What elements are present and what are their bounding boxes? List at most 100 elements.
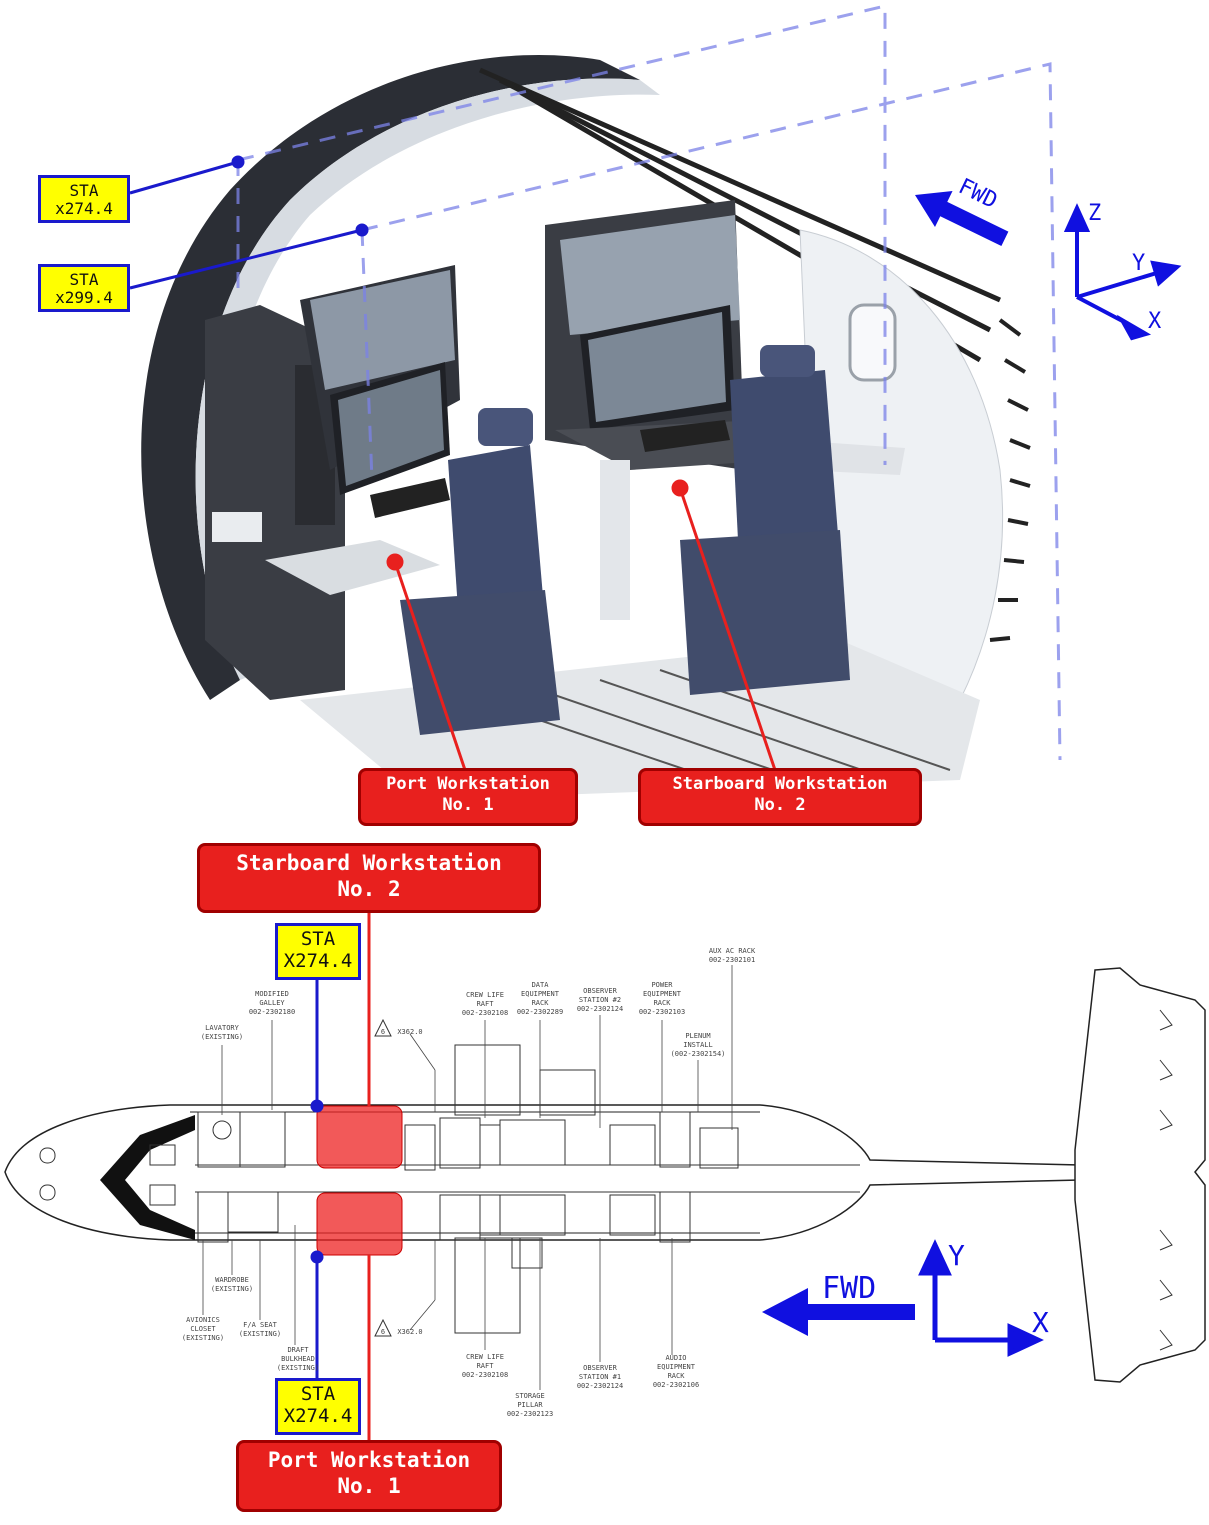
svg-text:002-2302106: 002-2302106 xyxy=(653,1381,699,1389)
svg-text:CREW LIFE: CREW LIFE xyxy=(466,1353,504,1361)
horizontal-stabilizer xyxy=(1074,967,1206,1383)
axis-triad-bottom xyxy=(918,1239,1044,1357)
svg-text:(EXISTING): (EXISTING) xyxy=(211,1285,253,1293)
svg-text:F/A SEAT: F/A SEAT xyxy=(243,1321,278,1329)
starboard-pedestal xyxy=(600,460,630,620)
svg-text:RAFT: RAFT xyxy=(477,1000,495,1008)
rack-shelves xyxy=(212,512,262,542)
sta-label-x299-top: STA x299.4 xyxy=(38,264,130,312)
svg-text:LAVATORY: LAVATORY xyxy=(205,1024,240,1032)
starboard-monitor-upper xyxy=(560,215,740,335)
callout-lavatory: LAVATORY (EXISTING) xyxy=(201,1024,243,1041)
stabilizer-triangles xyxy=(1159,1009,1173,1351)
axis-y-bottom: Y xyxy=(948,1239,965,1272)
port-seat-headrest xyxy=(478,408,533,446)
window xyxy=(848,303,897,382)
cabin-3d-illustration: FWD Z Y X xyxy=(129,4,1182,806)
callout-aux-ac: AUX AC RACK 002-2302101 xyxy=(709,947,756,964)
callout-crew-raft-top: CREW LIFE RAFT 002-2302108 xyxy=(462,991,508,1017)
tri-num-bottom: 6 xyxy=(381,1328,385,1336)
svg-text:002-2302108: 002-2302108 xyxy=(462,1371,508,1379)
right-rib-ticks xyxy=(989,318,1031,642)
svg-text:RACK: RACK xyxy=(532,999,550,1007)
svg-text:AUDIO: AUDIO xyxy=(665,1354,686,1362)
fuselage-outline xyxy=(4,1104,1081,1241)
starboard-workstation-label-top: Starboard Workstation No. 2 xyxy=(638,768,922,826)
port-monitor-upper xyxy=(310,270,455,390)
svg-text:OBSERVER: OBSERVER xyxy=(583,1364,618,1372)
svg-text:RACK: RACK xyxy=(654,999,672,1007)
fwd-label-bottom: FWD xyxy=(822,1271,876,1306)
svg-text:BULKHEAD: BULKHEAD xyxy=(281,1355,315,1363)
callout-plenum: PLENUM INSTALL (002-2302154) xyxy=(671,1032,726,1058)
fwd-arrow-bottom xyxy=(762,1288,915,1336)
sta-label-x274-bottom-top: STA X274.4 xyxy=(275,923,361,980)
svg-text:STATION #1: STATION #1 xyxy=(579,1373,621,1381)
svg-text:002-2302124: 002-2302124 xyxy=(577,1005,623,1013)
cockpit-seats xyxy=(39,1144,176,1206)
callout-avionics: AVIONICS CLOSET (EXISTING) xyxy=(182,1316,224,1342)
lavatory-bowl xyxy=(212,1120,232,1140)
svg-text:AVIONICS: AVIONICS xyxy=(186,1316,220,1324)
starboard-seat-headrest xyxy=(760,345,815,377)
callout-audio-rack: AUDIO EQUIPMENT RACK 002-2302106 xyxy=(653,1354,699,1389)
starboard-workstation-label-bottom: Starboard Workstation No. 2 xyxy=(197,843,541,913)
svg-text:RACK: RACK xyxy=(668,1372,686,1380)
svg-text:002-2302103: 002-2302103 xyxy=(639,1008,685,1016)
revision-triangle-bottom xyxy=(374,1318,392,1337)
svg-text:002-2302123: 002-2302123 xyxy=(507,1410,553,1418)
svg-text:PILLAR: PILLAR xyxy=(517,1401,543,1409)
svg-text:EQUIPMENT: EQUIPMENT xyxy=(643,990,682,998)
callout-leaders xyxy=(202,965,733,1390)
svg-text:002-2302124: 002-2302124 xyxy=(577,1382,623,1390)
axis-triad-top xyxy=(1063,203,1182,341)
svg-text:AUX AC RACK: AUX AC RACK xyxy=(709,947,756,955)
sta-label-x274-top: STA x274.4 xyxy=(38,175,130,223)
fuselage-frame xyxy=(141,55,641,700)
port-seat-base xyxy=(400,590,560,735)
svg-text:RAFT: RAFT xyxy=(477,1362,495,1370)
axis-y-top: Y xyxy=(1132,251,1145,276)
svg-text:(EXISTING): (EXISTING) xyxy=(277,1364,319,1372)
svg-text:DATA: DATA xyxy=(532,981,550,989)
svg-text:002-2302180: 002-2302180 xyxy=(249,1008,295,1016)
sta-leaders-bottom xyxy=(310,980,324,1380)
callout-draft-bulkhead: DRAFT BULKHEAD (EXISTING) xyxy=(277,1346,319,1372)
starboard-workstation-highlight xyxy=(316,1105,403,1169)
svg-text:GALLEY: GALLEY xyxy=(259,999,285,1007)
svg-text:MODIFIED: MODIFIED xyxy=(255,990,289,998)
x362-bottom: X362.0 xyxy=(397,1328,422,1336)
svg-text:CREW LIFE: CREW LIFE xyxy=(466,991,504,999)
callout-data-rack: DATA EQUIPMENT RACK 002-2302289 xyxy=(517,981,563,1016)
x362-top: X362.0 xyxy=(397,1028,422,1036)
axis-x-bottom: X xyxy=(1032,1306,1049,1339)
port-workstation-label-top: Port Workstation No. 1 xyxy=(358,768,578,826)
callout-power-rack: POWER EQUIPMENT RACK 002-2302103 xyxy=(639,981,685,1016)
port-keyboard xyxy=(370,478,450,518)
callout-storage-pillar: STORAGE PILLAR 002-2302123 xyxy=(507,1392,553,1418)
sta-label-x274-bottom-bottom: STA X274.4 xyxy=(275,1378,361,1435)
callout-crew-raft-bottom: CREW LIFE RAFT 002-2302108 xyxy=(462,1353,508,1379)
svg-text:EQUIPMENT: EQUIPMENT xyxy=(657,1363,696,1371)
svg-text:CLOSET: CLOSET xyxy=(190,1325,216,1333)
starboard-seat-base xyxy=(680,530,850,695)
svg-text:(EXISTING): (EXISTING) xyxy=(201,1033,243,1041)
port-monitor-screen xyxy=(338,370,444,486)
starboard-monitor-screen xyxy=(588,312,726,422)
sta-leaders-top xyxy=(129,155,369,290)
starboard-keyboard xyxy=(640,420,730,452)
svg-text:(002-2302154): (002-2302154) xyxy=(671,1050,726,1058)
svg-text:002-2302289: 002-2302289 xyxy=(517,1008,563,1016)
fuselage-inner-line xyxy=(190,1111,760,1234)
svg-text:WARDROBE: WARDROBE xyxy=(215,1276,249,1284)
station-planes xyxy=(236,4,1062,761)
callout-wardrobe: WARDROBE (EXISTING) xyxy=(211,1276,253,1293)
port-workstation-highlight xyxy=(316,1192,403,1256)
axis-z-top: Z xyxy=(1088,201,1101,226)
interior-compartments xyxy=(197,1044,739,1334)
callout-observer1: OBSERVER STATION #1 002-2302124 xyxy=(577,1364,623,1390)
callout-galley: MODIFIED GALLEY 002-2302180 xyxy=(249,990,295,1016)
svg-text:002-2302108: 002-2302108 xyxy=(462,1009,508,1017)
tri-num-top: 6 xyxy=(381,1028,385,1036)
svg-text:(EXISTING): (EXISTING) xyxy=(239,1330,281,1338)
